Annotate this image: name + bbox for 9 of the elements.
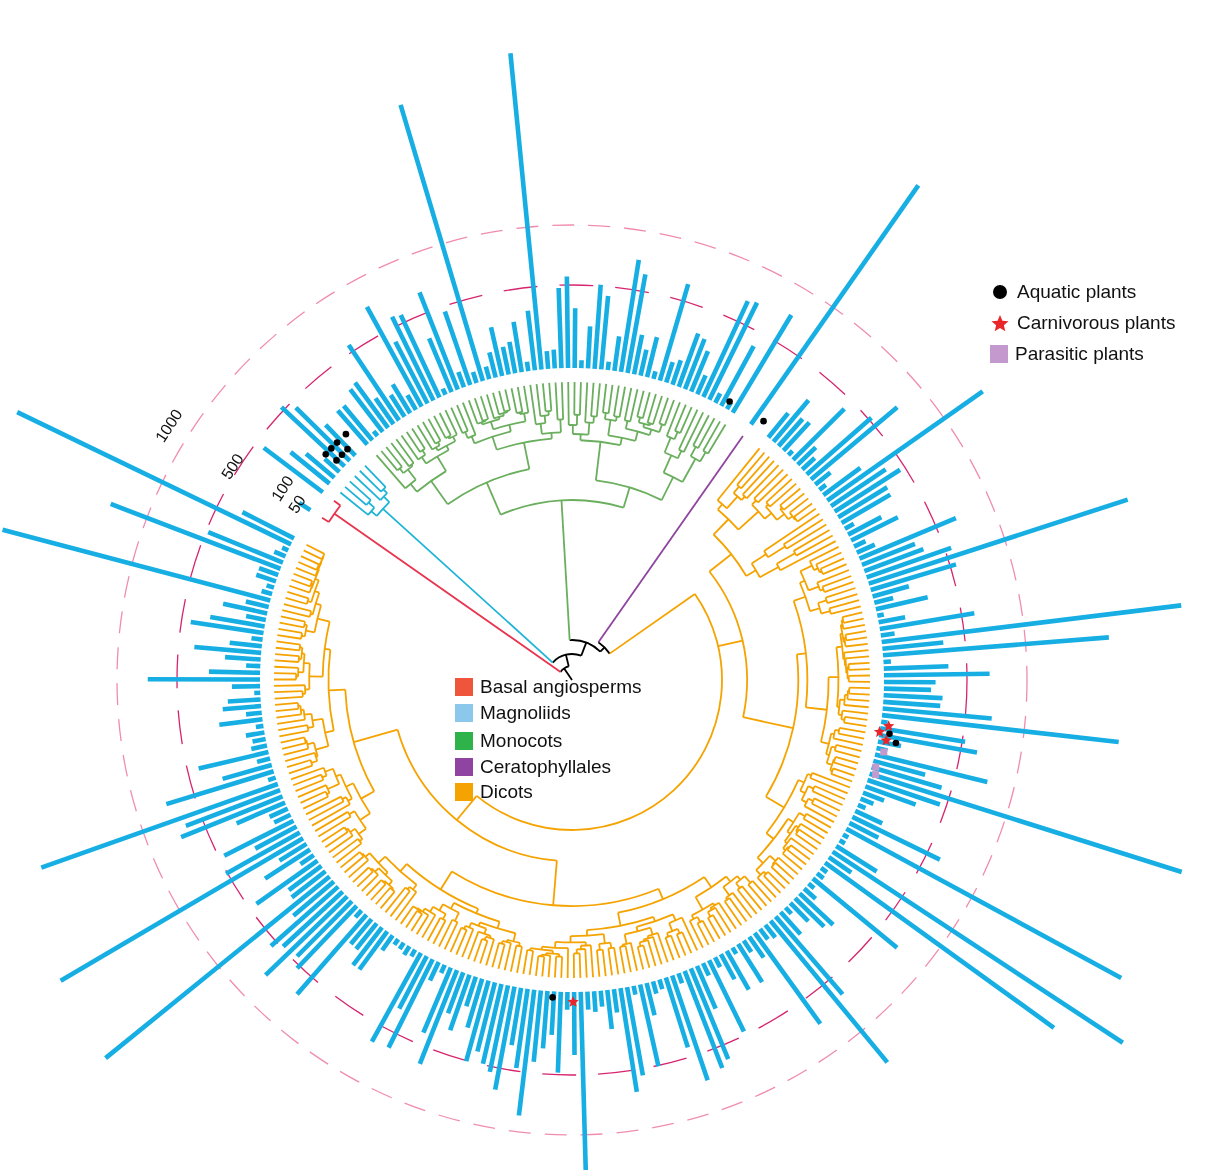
legend-label: Basal angiosperms: [480, 676, 642, 698]
legend-label: Carnivorous plants: [1017, 312, 1176, 334]
legend-label: Dicots: [480, 781, 533, 803]
legend-label: Monocots: [480, 730, 563, 752]
legend-label: Parasitic plants: [1015, 343, 1144, 365]
scale-label: 500: [218, 450, 248, 483]
legend-label: Aquatic plants: [1017, 281, 1137, 303]
legend-label: Magnoliids: [480, 701, 571, 724]
legend-label: Ceratophyllales: [480, 755, 611, 778]
